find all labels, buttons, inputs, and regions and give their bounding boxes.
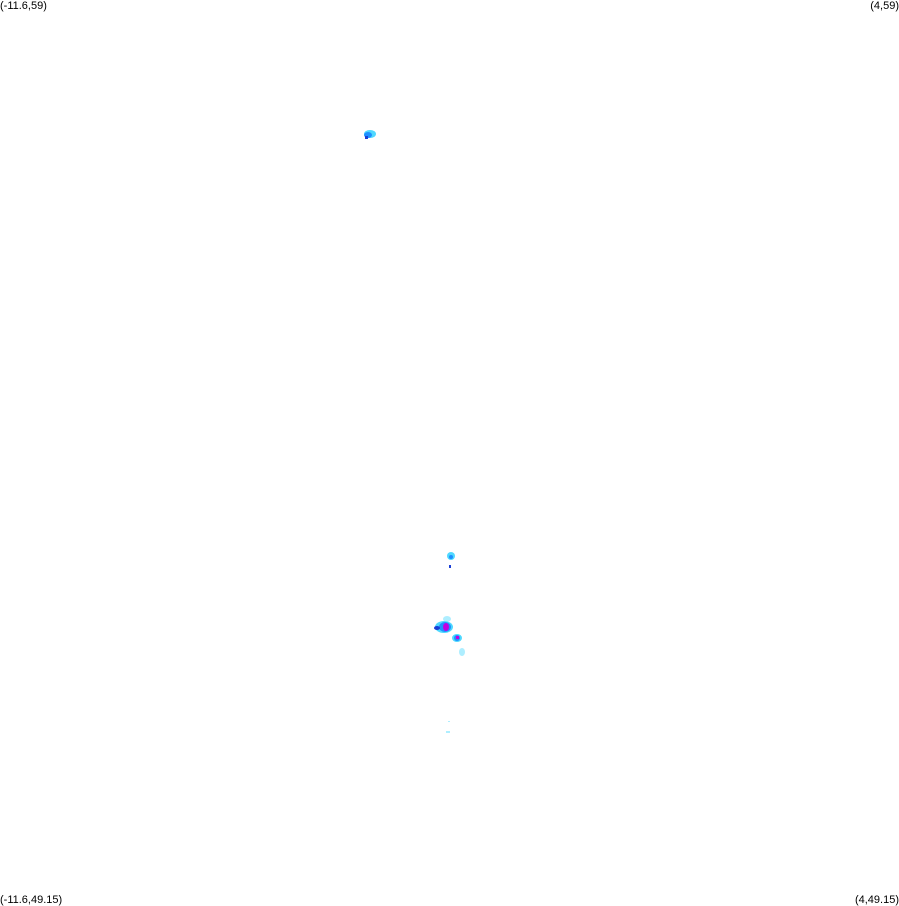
corner-label-bottom-right: (4,49.15) (854, 894, 899, 906)
corner-label-top-right: (4,59) (870, 0, 899, 12)
corner-label-bottom-left: (-11.6,49.15) (0, 894, 63, 906)
precip-trace-south (446, 721, 450, 733)
precip-cell-mid (447, 552, 455, 568)
corner-label-top-left: (-11.6,59) (0, 0, 47, 12)
precip-cluster-south (434, 616, 465, 656)
precip-cell-north (364, 130, 376, 139)
